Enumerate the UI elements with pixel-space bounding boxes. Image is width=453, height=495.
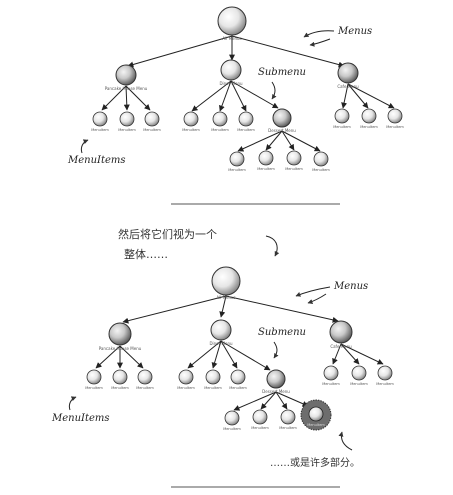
top-menu-label: Pancake House Menu: [105, 86, 148, 91]
top-menuitems-annotation: MenuItems: [67, 155, 126, 166]
top-menu-item-label: MenuItem: [237, 128, 255, 132]
top-submenu-item-label: MenuItem: [312, 168, 330, 172]
top-menu-item-node: [387, 108, 403, 124]
top-submenu-item-node: [286, 150, 302, 166]
top-menu-node: [220, 59, 242, 81]
top-menu-item-label: MenuItem: [91, 128, 109, 132]
bottom-submenu-item-label: MenuItem: [223, 427, 241, 431]
bottom-submenu-item-label: MenuItem: [307, 423, 325, 427]
bottom-menus-arrow: [307, 293, 327, 304]
bottom-menu-item-node: [86, 369, 102, 385]
bottom-menu-item-label: MenuItem: [85, 386, 103, 390]
top-menu-item-label: MenuItem: [118, 128, 136, 132]
bottom-submenu-item-node: [280, 409, 296, 425]
bottom-tree-edges: [95, 295, 384, 411]
top-submenu-annotation: Submenu: [258, 67, 306, 78]
top-submenu-node: [272, 108, 292, 128]
top-menu-item-label: MenuItem: [333, 125, 351, 129]
bottom-submenu-item-node: [252, 409, 268, 425]
bottom-caption-arrow: [265, 235, 280, 257]
top-menu-item-label: MenuItem: [182, 128, 200, 132]
bottom-menu-item-node: [323, 365, 339, 381]
top-submenu-item-node: [258, 150, 274, 166]
top-menu-item-node: [119, 111, 135, 127]
bottom-menu-item-node: [377, 365, 393, 381]
bottom-caption-line1: 然后将它们视为一个: [118, 227, 217, 241]
bottom-menu-item-label: MenuItem: [229, 386, 247, 390]
top-menuitems-arrow: [80, 139, 89, 154]
top-root-node: [217, 6, 247, 36]
top-menu-label: Cafe Menu: [337, 84, 359, 89]
bottom-submenu-item-node: [224, 410, 240, 426]
top-submenu-item-label: MenuItem: [285, 167, 303, 171]
bottom-menu-item-label: MenuItem: [111, 386, 129, 390]
bottom-root-node: [211, 266, 241, 296]
bottom-menu-item-node: [230, 369, 246, 385]
top-menu-item-node: [144, 111, 160, 127]
bottom-submenu-item-label: MenuItem: [279, 426, 297, 430]
bottom-part-caption: ……或是许多部分。: [270, 456, 360, 469]
top-menus-arrow: [303, 30, 335, 38]
top-submenu-item-label: MenuItem: [228, 168, 246, 172]
top-menu-item-node: [334, 108, 350, 124]
bottom-menu-node: [210, 319, 232, 341]
bottom-menu-item-node: [205, 369, 221, 385]
bottom-menu-item-node: [112, 369, 128, 385]
top-menu-item-node: [92, 111, 108, 127]
top-menu-item-label: MenuItem: [143, 128, 161, 132]
top-menu-item-label: MenuItem: [386, 125, 404, 129]
top-submenu-label: Dessert Menu: [268, 128, 296, 133]
bottom-menu-label: Diner Menu: [209, 341, 233, 346]
top-root-label: All Menus: [222, 36, 241, 41]
part-caption-arrow: [338, 431, 353, 451]
top-menu-item-node: [361, 108, 377, 124]
bottom-menu-node: [329, 320, 353, 344]
top-submenu-arrow: [271, 81, 277, 100]
top-menus-annotation: Menus: [337, 26, 372, 37]
bottom-submenu-annotation: Submenu: [258, 327, 306, 338]
bottom-menu-item-label: MenuItem: [177, 386, 195, 390]
bottom-submenu-node: [266, 369, 286, 389]
bottom-menu-item-node: [351, 365, 367, 381]
top-menu-item-node: [183, 111, 199, 127]
bottom-submenu-label: Dessert Menu: [262, 389, 290, 394]
bottom-menu-item-label: MenuItem: [204, 386, 222, 390]
top-tree-edges: [101, 35, 395, 152]
top-tree: All Menus Pancake House Menu Diner Menu …: [67, 6, 404, 172]
top-menu-item-node: [212, 111, 228, 127]
bottom-root-label: All Menus: [216, 295, 235, 300]
top-menu-item-label: MenuItem: [211, 128, 229, 132]
bottom-tree: 然后将它们视为一个 整体…… All Menus Pancak: [51, 227, 394, 469]
bottom-menuitems-arrow: [68, 396, 77, 411]
bottom-submenu-item-node-highlighted: [308, 406, 324, 422]
top-menu-node: [337, 62, 359, 84]
bottom-caption-line2: 整体……: [124, 247, 168, 261]
bottom-submenu-arrow: [273, 341, 279, 359]
top-menu-item-node: [238, 111, 254, 127]
top-submenu-item-node: [229, 151, 245, 167]
bottom-submenu-item-label: MenuItem: [251, 426, 269, 430]
bottom-menu-item-label: MenuItem: [350, 382, 368, 386]
top-menu-label: Diner Menu: [219, 81, 243, 86]
bottom-menu-item-label: MenuItem: [376, 382, 394, 386]
bottom-menu-label: Pancake House Menu: [99, 346, 142, 351]
bottom-menu-item-label: MenuItem: [322, 382, 340, 386]
top-menu-item-label: MenuItem: [360, 125, 378, 129]
bottom-menu-item-label: MenuItem: [136, 386, 154, 390]
bottom-menu-label: Cafe Menu: [330, 344, 352, 349]
bottom-menu-node: [108, 322, 132, 346]
top-submenu-item-label: MenuItem: [257, 167, 275, 171]
top-menus-arrow: [309, 38, 331, 47]
bottom-menu-item-node: [178, 369, 194, 385]
top-menu-node: [115, 64, 137, 86]
top-submenu-item-node: [313, 151, 329, 167]
bottom-menu-item-node: [137, 369, 153, 385]
bottom-menus-arrow: [295, 286, 331, 297]
bottom-menuitems-annotation: MenuItems: [51, 413, 110, 424]
bottom-menus-annotation: Menus: [333, 281, 368, 292]
